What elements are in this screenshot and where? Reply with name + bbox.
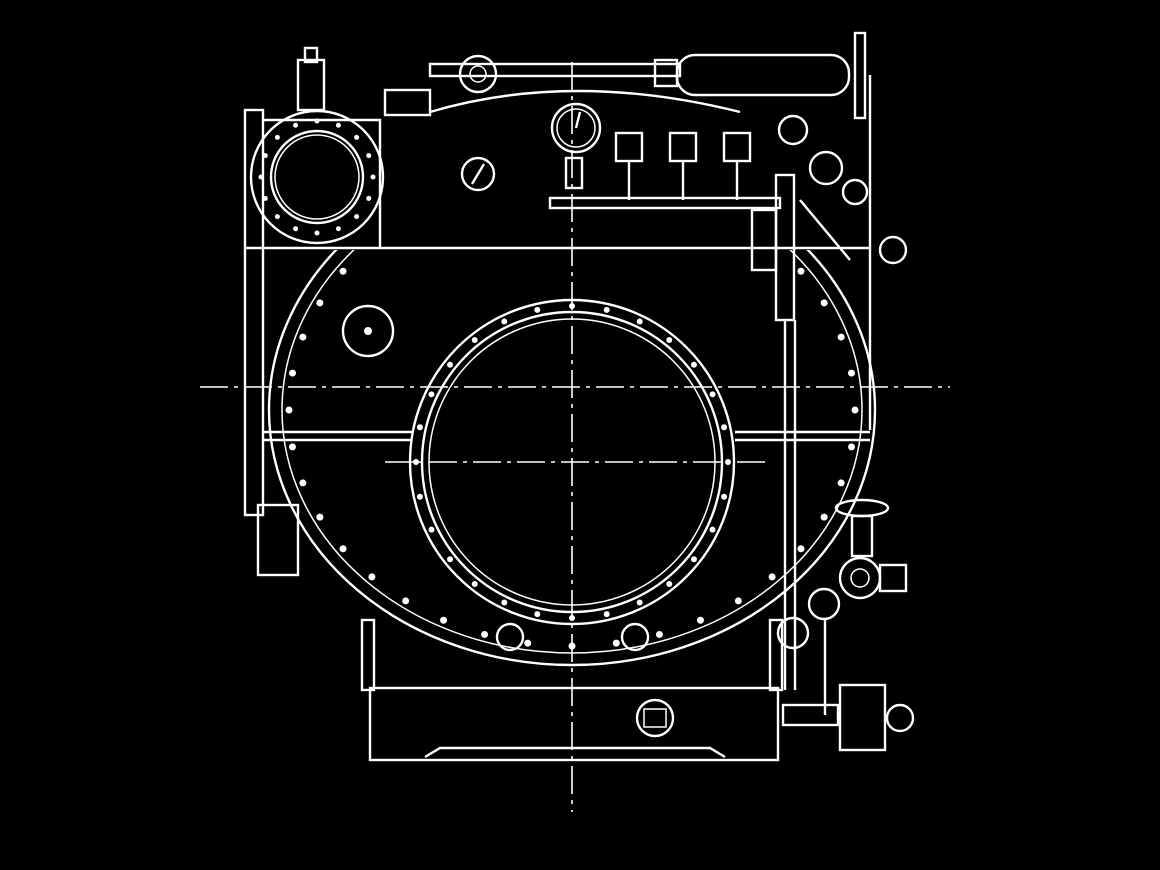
- water-column: [750, 75, 908, 690]
- bolt: [293, 122, 299, 128]
- bolt: [335, 226, 341, 232]
- bolt: [299, 479, 307, 487]
- bolt: [603, 306, 610, 313]
- bolt: [354, 134, 360, 140]
- boiler-base: [256, 503, 784, 762]
- bolt: [366, 153, 372, 159]
- bolt: [837, 333, 845, 341]
- bolt: [481, 630, 489, 638]
- bolt: [655, 630, 663, 638]
- inspection-port-center: [364, 327, 372, 335]
- bolt: [368, 573, 376, 581]
- bolt: [339, 545, 347, 553]
- bolt: [837, 479, 845, 487]
- bolt: [797, 267, 805, 275]
- sight-glass-icon: [460, 156, 496, 192]
- bolt: [612, 639, 620, 647]
- bolt: [262, 153, 268, 159]
- bolt: [274, 214, 280, 220]
- bolt: [416, 424, 423, 431]
- bolt: [335, 122, 341, 128]
- bolt: [690, 556, 697, 563]
- bolt: [603, 611, 610, 618]
- upper-shell: [243, 88, 870, 517]
- bolt: [299, 333, 307, 341]
- bolt: [402, 597, 410, 605]
- bolt: [734, 597, 742, 605]
- bolt: [274, 134, 280, 140]
- bolt: [416, 493, 423, 500]
- manhole-bolts: [258, 118, 376, 236]
- bolt: [666, 580, 673, 587]
- bolt: [666, 337, 673, 344]
- bolt: [709, 391, 716, 398]
- bolt: [288, 443, 296, 451]
- steam-pipe: [296, 31, 867, 120]
- bolt: [797, 545, 805, 553]
- bolt: [848, 443, 856, 451]
- bolt: [690, 361, 697, 368]
- bolt: [354, 214, 360, 220]
- bolt: [471, 337, 478, 344]
- bolt: [501, 599, 508, 606]
- sight-glass-mark: [470, 163, 486, 185]
- blowdown-valves: [776, 498, 915, 752]
- bolt: [288, 369, 296, 377]
- bolt: [428, 391, 435, 398]
- bolt: [501, 318, 508, 325]
- bolt: [721, 493, 728, 500]
- drain-plug-icon: [620, 622, 650, 652]
- control-switches: [548, 131, 782, 210]
- bolt: [851, 406, 859, 414]
- bolt: [428, 526, 435, 533]
- bolt: [709, 526, 716, 533]
- drain-plug-icon: [495, 622, 525, 652]
- bolt: [293, 226, 299, 232]
- bolt: [447, 556, 454, 563]
- bolt: [447, 361, 454, 368]
- bolt-pattern: [285, 267, 859, 650]
- bolt: [721, 424, 728, 431]
- bolt: [820, 299, 828, 307]
- bolt: [316, 299, 324, 307]
- bolt: [440, 616, 448, 624]
- bolt: [471, 580, 478, 587]
- bolt: [370, 174, 376, 180]
- pressure-gauge-icon: [550, 102, 602, 190]
- bolt: [636, 318, 643, 325]
- bolt: [768, 573, 776, 581]
- bolt: [524, 639, 532, 647]
- bolt: [285, 406, 293, 414]
- bolt: [262, 195, 268, 201]
- bolt: [314, 230, 320, 236]
- bolt: [636, 599, 643, 606]
- bolt: [316, 513, 324, 521]
- bolt: [696, 616, 704, 624]
- bolt: [534, 611, 541, 618]
- bolt: [820, 513, 828, 521]
- bolt: [339, 267, 347, 275]
- bolt: [366, 195, 372, 201]
- bolt: [848, 369, 856, 377]
- inspection-port: [341, 304, 395, 358]
- bolt: [314, 118, 320, 124]
- bolt: [258, 174, 264, 180]
- bolt: [413, 459, 419, 465]
- bolt: [534, 306, 541, 313]
